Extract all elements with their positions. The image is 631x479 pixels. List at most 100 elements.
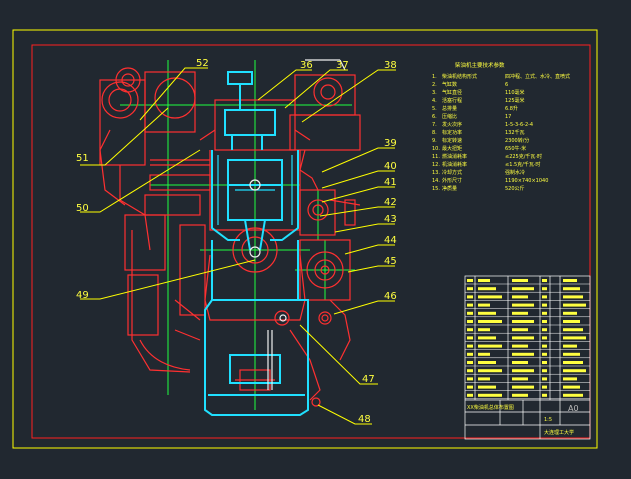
spec-value: ≤1.5克/千瓦·时 bbox=[505, 161, 540, 168]
callout-40: 40 bbox=[384, 161, 397, 172]
parts-cell-text bbox=[478, 287, 496, 291]
parts-cell-text bbox=[512, 311, 528, 315]
parts-cell-text bbox=[478, 377, 490, 381]
parts-cell-text bbox=[563, 320, 580, 323]
spec-num: 1. bbox=[432, 74, 437, 80]
parts-cell-text bbox=[512, 287, 534, 291]
parts-cell-text bbox=[563, 377, 577, 381]
parts-cell-text bbox=[542, 320, 547, 323]
school-name: 大连理工大学 bbox=[544, 429, 574, 436]
parts-cell-text bbox=[563, 352, 580, 356]
parts-cell-text bbox=[542, 303, 547, 307]
spec-label: 总排量 bbox=[442, 105, 457, 112]
parts-cell-text bbox=[563, 361, 583, 364]
parts-cell-text bbox=[467, 336, 473, 340]
spec-label: 活塞行程 bbox=[442, 97, 462, 104]
drawing-sheet: A0 bbox=[568, 404, 579, 413]
spec-value: 17 bbox=[505, 114, 511, 120]
parts-cell-text bbox=[563, 328, 583, 332]
parts-cell-text bbox=[467, 287, 473, 291]
parts-cell-text bbox=[542, 344, 547, 348]
parts-cell-text bbox=[512, 328, 528, 332]
parts-cell-text bbox=[542, 295, 547, 299]
parts-cell-text bbox=[478, 385, 496, 389]
parts-cell-text bbox=[563, 336, 586, 340]
spec-value: 1190×740×1040 bbox=[505, 178, 548, 184]
spec-num: 4. bbox=[432, 98, 437, 104]
callout-36: 36 bbox=[300, 60, 313, 71]
spec-label: 气缸数 bbox=[442, 81, 457, 88]
spec-num: 12. bbox=[432, 162, 440, 168]
engine-cross-section: 52 36 37 38 51 50 39 40 41 42 43 44 45 4… bbox=[76, 58, 397, 425]
spec-value: 125毫米 bbox=[505, 97, 525, 104]
parts-cell-text bbox=[512, 377, 528, 381]
parts-cell-text bbox=[542, 311, 547, 315]
spec-label: 冷却方式 bbox=[442, 169, 462, 176]
spec-value: 132千瓦 bbox=[505, 129, 525, 136]
spec-num: 3. bbox=[432, 90, 437, 96]
callout-46: 46 bbox=[384, 291, 397, 302]
parts-cell-text bbox=[467, 369, 473, 373]
parts-cell-text bbox=[563, 303, 586, 307]
parts-cell-text bbox=[542, 328, 547, 332]
spec-label: 标定转速 bbox=[442, 137, 462, 144]
callout-42: 42 bbox=[384, 197, 397, 208]
callout-49: 49 bbox=[76, 290, 89, 301]
parts-cell-text bbox=[467, 352, 473, 356]
parts-cell-text bbox=[478, 320, 502, 323]
spec-value: 650牛·米 bbox=[505, 145, 526, 152]
spec-label: 外形尺寸 bbox=[442, 177, 462, 184]
spec-label: 发火次序 bbox=[442, 121, 462, 128]
spec-value: 四冲程、立式、水冷、直喷式 bbox=[505, 73, 570, 80]
parts-cell-text bbox=[467, 279, 473, 282]
parts-cell-text bbox=[542, 393, 547, 397]
spec-label: 压缩比 bbox=[442, 113, 457, 120]
parts-cell-text bbox=[542, 336, 547, 340]
callout-50: 50 bbox=[76, 203, 89, 214]
spec-num: 11. bbox=[432, 154, 440, 160]
parts-cell-text bbox=[563, 393, 583, 397]
spec-num: 6. bbox=[432, 114, 437, 120]
spec-label: 气缸直径 bbox=[442, 89, 462, 96]
parts-cell-text bbox=[478, 336, 496, 340]
spec-num: 2. bbox=[432, 82, 437, 88]
callout-52: 52 bbox=[196, 58, 209, 69]
parts-cell-text bbox=[478, 311, 496, 315]
callout-39: 39 bbox=[384, 138, 397, 149]
spec-value: 6 bbox=[505, 82, 508, 88]
callout-48: 48 bbox=[358, 414, 371, 425]
parts-cell-text bbox=[512, 385, 534, 389]
parts-cell-text bbox=[512, 303, 534, 307]
parts-cell-text bbox=[512, 352, 534, 356]
spec-label: 最大扭矩 bbox=[442, 145, 462, 152]
parts-cell-text bbox=[512, 344, 528, 348]
parts-cell-text bbox=[563, 385, 580, 389]
parts-cell-text bbox=[542, 385, 547, 389]
parts-cell-text bbox=[478, 279, 490, 282]
callout-41: 41 bbox=[384, 177, 397, 188]
spec-num: 14. bbox=[432, 178, 440, 184]
parts-cell-text bbox=[478, 393, 502, 397]
spec-label: 标定功率 bbox=[442, 129, 462, 136]
parts-cell-text bbox=[478, 295, 502, 299]
parts-cell-text bbox=[478, 303, 490, 307]
parts-cell-text bbox=[467, 328, 473, 332]
spec-value: 2300转/分 bbox=[505, 137, 529, 144]
spec-label: 燃油消耗率 bbox=[442, 153, 467, 160]
title-block: XX柴油机总体布置图 1:5 A0 大连理工大学 bbox=[464, 275, 591, 440]
specs-title: 柴油机主要技术参数 bbox=[455, 61, 505, 69]
parts-cell-text bbox=[542, 287, 547, 291]
parts-cell-text bbox=[563, 279, 577, 282]
parts-cell-text bbox=[478, 328, 490, 332]
spec-num: 15. bbox=[432, 186, 440, 192]
spec-num: 9. bbox=[432, 138, 437, 144]
parts-cell-text bbox=[512, 336, 534, 340]
parts-cell-text bbox=[467, 311, 473, 315]
spec-num: 10. bbox=[432, 146, 440, 152]
spec-value: 强制水冷 bbox=[505, 169, 525, 176]
parts-cell-text bbox=[512, 279, 528, 282]
spec-value: 520公斤 bbox=[505, 185, 525, 192]
callout-43: 43 bbox=[384, 214, 397, 225]
